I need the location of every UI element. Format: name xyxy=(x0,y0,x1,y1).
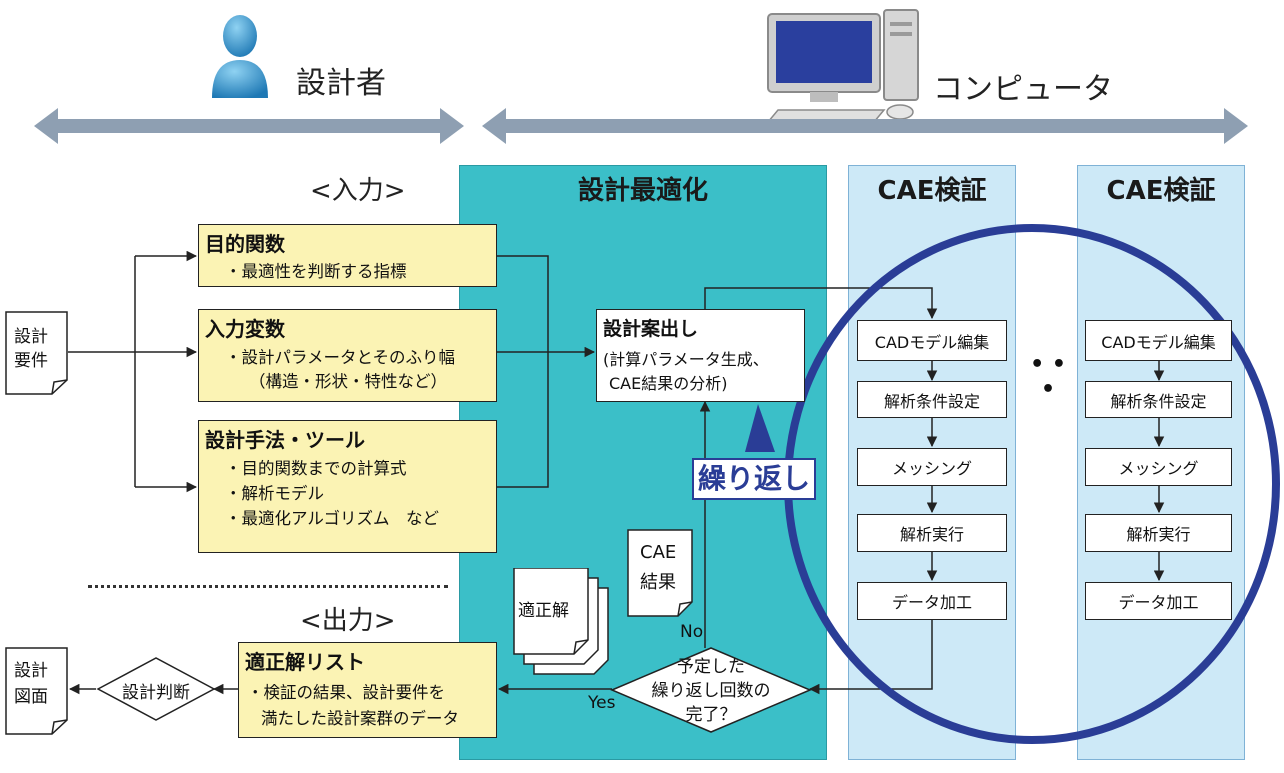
design-judgement-diamond xyxy=(96,657,216,721)
input-variables-line-1: ・設計パラメータとそのふり幅 xyxy=(225,348,456,367)
cae-column-title-1: CAE検証 xyxy=(877,176,987,206)
requirements-doc-icon xyxy=(5,311,68,395)
design-proposal-box: 設計案出し (計算パラメータ生成、 CAE結果の分析) xyxy=(596,309,805,402)
cae2-step-analysis-conditions: 解析条件設定 xyxy=(1085,381,1232,418)
input-variables-line-2: （構造・形状・特性など） xyxy=(249,372,447,391)
cae1-step-data-processing: データ加工 xyxy=(857,582,1007,620)
design-methods-title: 設計手法・ツール xyxy=(205,428,365,452)
input-design-methods: 設計手法・ツール ・目的関数までの計算式 ・解析モデル ・最適化アルゴリズム な… xyxy=(198,420,497,553)
input-variables: 入力変数 ・設計パラメータとそのふり幅 （構造・形状・特性など） xyxy=(198,309,497,402)
design-judgement-label: 設計判断 xyxy=(122,683,190,703)
output-section-label: <出力> xyxy=(300,606,396,636)
design-proposal-line-1: (計算パラメータ生成、 xyxy=(603,350,769,369)
output-line-1: ・検証の結果、設計要件を xyxy=(247,683,445,702)
computer-icon xyxy=(766,9,919,123)
more-columns-ellipsis: • • • xyxy=(1030,352,1066,402)
cae-result-doc-line-1: CAE xyxy=(640,542,677,563)
design-proposal-line-2: CAE結果の分析) xyxy=(609,374,728,393)
requirements-doc-line-1: 設計 xyxy=(14,327,48,347)
cae2-step-cad-model-edit: CADモデル編集 xyxy=(1085,320,1232,361)
input-section-label: <入力> xyxy=(310,176,406,206)
drawings-doc-line-1: 設計 xyxy=(14,661,48,681)
objective-function-title: 目的関数 xyxy=(205,232,285,256)
decision-line-3: 完了？ xyxy=(685,705,737,725)
drawings-doc-icon xyxy=(5,647,68,735)
decision-line-2: 繰り返し回数の xyxy=(651,681,771,701)
decision-line-1: 予定した xyxy=(677,657,745,677)
cae1-step-cad-model-edit: CADモデル編集 xyxy=(857,320,1007,361)
design-methods-line-2: ・解析モデル xyxy=(225,484,324,503)
cae1-step-analysis-run: 解析実行 xyxy=(857,514,1007,552)
computer-label: コンピュータ xyxy=(933,72,1113,107)
design-methods-line-3: ・最適化アルゴリズム など xyxy=(225,509,440,528)
decision-yes-label: Yes xyxy=(588,693,616,713)
input-objective-function: 目的関数 ・最適性を判断する指標 xyxy=(198,224,497,287)
cae-column-title-2: CAE検証 xyxy=(1106,176,1216,206)
designer-span-arrow xyxy=(34,108,464,144)
section-divider xyxy=(88,585,448,588)
solutions-doc-stack-icon xyxy=(513,568,609,675)
output-solution-list: 適正解リスト ・検証の結果、設計要件を 満たした設計案群のデータ xyxy=(238,642,497,738)
loop-label: 繰り返し xyxy=(692,458,817,500)
requirements-doc-line-2: 要件 xyxy=(14,351,48,371)
cae1-step-analysis-conditions: 解析条件設定 xyxy=(857,381,1007,418)
cae-result-doc-line-2: 結果 xyxy=(640,572,676,593)
objective-function-line-1: ・最適性を判断する指標 xyxy=(225,262,407,281)
output-title: 適正解リスト xyxy=(245,650,365,674)
cae-result-doc-icon xyxy=(627,529,693,617)
cae1-step-meshing: メッシング xyxy=(857,448,1007,486)
design-proposal-title: 設計案出し xyxy=(603,318,699,340)
output-line-2: 満たした設計案群のデータ xyxy=(261,709,459,728)
input-variables-title: 入力変数 xyxy=(205,317,285,341)
iteration-decision-diamond xyxy=(610,647,812,733)
optimization-column-title: 設計最適化 xyxy=(577,176,708,206)
cae2-step-meshing: メッシング xyxy=(1085,448,1232,486)
solutions-doc-label: 適正解 xyxy=(518,601,569,621)
loop-arrow-head xyxy=(745,404,775,452)
designer-label: 設計者 xyxy=(296,66,386,101)
decision-no-label: No xyxy=(680,622,704,642)
person-icon xyxy=(212,15,268,98)
computer-span-arrow xyxy=(482,108,1248,144)
cae2-step-data-processing: データ加工 xyxy=(1085,582,1232,620)
drawings-doc-line-2: 図面 xyxy=(14,687,48,707)
cae2-step-analysis-run: 解析実行 xyxy=(1085,514,1232,552)
design-methods-line-1: ・目的関数までの計算式 xyxy=(225,459,407,478)
